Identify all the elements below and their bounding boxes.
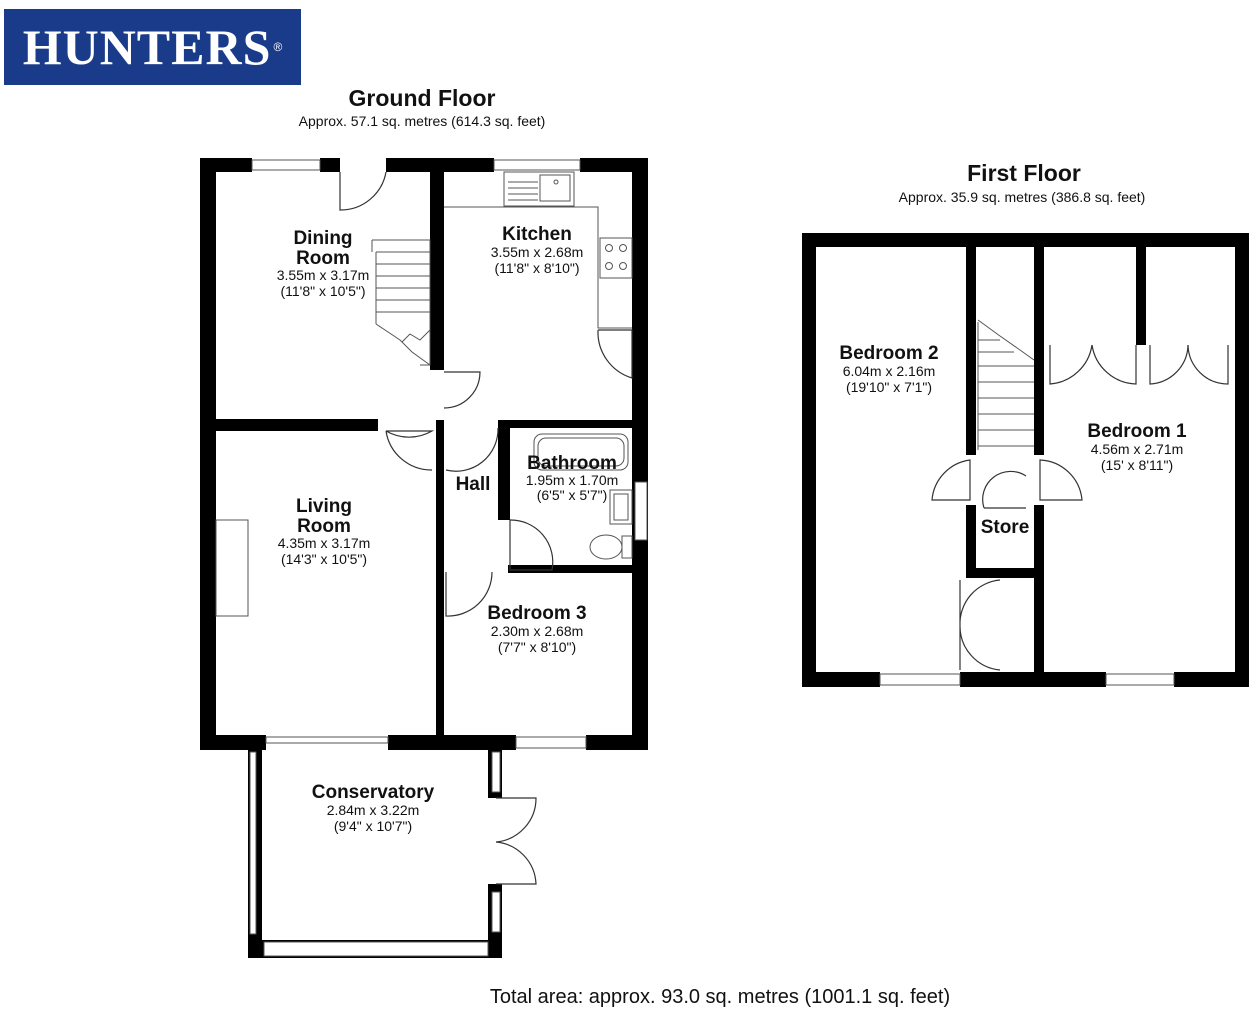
room-bedroom1-name: Bedroom 1 [1087, 421, 1187, 442]
room-conservatory-name: Conservatory [312, 782, 435, 803]
ground-stairs [371, 239, 431, 366]
ground-floor-windows [251, 159, 648, 749]
room-bedroom3-name: Bedroom 3 [487, 603, 586, 624]
room-bathroom-dim-ft: (6'5" x 5'7") [537, 487, 608, 503]
room-living-name-1: Living [296, 496, 352, 517]
room-bedroom1: Bedroom 1 4.56m x 2.71m (15' x 8'11") [1087, 421, 1187, 473]
room-kitchen-dim-m: 3.55m x 2.68m [491, 244, 584, 260]
room-dining-dim-m: 3.55m x 3.17m [277, 267, 370, 283]
room-conservatory-dim-m: 2.84m x 3.22m [327, 802, 420, 818]
fireplace-breast [215, 519, 249, 617]
room-conservatory: Conservatory 2.84m x 3.22m (9'4" x 10'7"… [312, 782, 435, 834]
first-stairs [977, 319, 1035, 450]
room-bedroom2-dim-ft: (19'10" x 7'1") [846, 379, 932, 395]
room-living: Living Room 4.35m x 3.17m (14'3" x 10'5"… [278, 496, 371, 567]
room-dining-name-1: Dining [293, 228, 352, 249]
room-dining-dim-ft: (11'8" x 10'5") [280, 283, 365, 299]
room-dining: Dining Room 3.55m x 3.17m (11'8" x 10'5"… [277, 228, 370, 299]
hunters-logo: HUNTERS® [4, 9, 301, 85]
ground-floor-plan: Dining Room 3.55m x 3.17m (11'8" x 10'5"… [200, 158, 648, 958]
room-bedroom2-dim-m: 6.04m x 2.16m [843, 363, 936, 379]
room-hall-name: Hall [456, 474, 491, 495]
ground-floor-area: Approx. 57.1 sq. metres (614.3 sq. feet) [298, 113, 546, 129]
room-kitchen-name: Kitchen [502, 224, 572, 245]
room-living-dim-m: 4.35m x 3.17m [278, 535, 371, 551]
first-floor-title: First Floor [967, 160, 1081, 186]
room-bedroom3-dim-m: 2.30m x 2.68m [491, 623, 584, 639]
room-bedroom1-dim-ft: (15' x 8'11") [1101, 457, 1173, 473]
room-bedroom3: Bedroom 3 2.30m x 2.68m (7'7" x 8'10") [487, 603, 586, 655]
logo-wordmark: HUNTERS [22, 19, 272, 75]
room-bathroom-dim-m: 1.95m x 1.70m [526, 472, 619, 488]
ground-doors [339, 171, 633, 617]
room-living-name-2: Room [297, 516, 351, 537]
room-bedroom2-name: Bedroom 2 [839, 343, 938, 364]
ground-floor-walls [200, 158, 648, 750]
kitchen-units [444, 171, 633, 329]
room-kitchen-dim-ft: (11'8" x 8'10") [494, 260, 579, 276]
conservatory-structure [248, 750, 537, 958]
registered-mark: ® [273, 40, 283, 54]
first-floor-windows [879, 673, 1175, 686]
first-floor-plan: Bedroom 2 6.04m x 2.16m (19'10" x 7'1") … [802, 233, 1249, 687]
ground-floor-title: Ground Floor [348, 85, 496, 111]
first-doors [931, 344, 1229, 671]
room-living-dim-ft: (14'3" x 10'5") [281, 551, 367, 567]
room-bedroom2: Bedroom 2 6.04m x 2.16m (19'10" x 7'1") [839, 343, 938, 395]
room-bedroom1-dim-m: 4.56m x 2.71m [1091, 441, 1184, 457]
bathroom-fixtures [533, 433, 633, 560]
room-bathroom-name: Bathroom [527, 453, 617, 474]
first-floor-area: Approx. 35.9 sq. metres (386.8 sq. feet) [898, 189, 1146, 205]
first-floor-walls [802, 233, 1249, 687]
room-bathroom: Bathroom 1.95m x 1.70m (6'5" x 5'7") [526, 453, 619, 503]
room-dining-name-2: Room [296, 248, 350, 269]
room-store-name: Store [981, 517, 1030, 538]
room-bedroom3-dim-ft: (7'7" x 8'10") [498, 639, 576, 655]
total-area: Total area: approx. 93.0 sq. metres (100… [489, 986, 951, 1008]
room-conservatory-dim-ft: (9'4" x 10'7") [334, 818, 412, 834]
room-kitchen: Kitchen 3.55m x 2.68m (11'8" x 8'10") [491, 224, 584, 276]
